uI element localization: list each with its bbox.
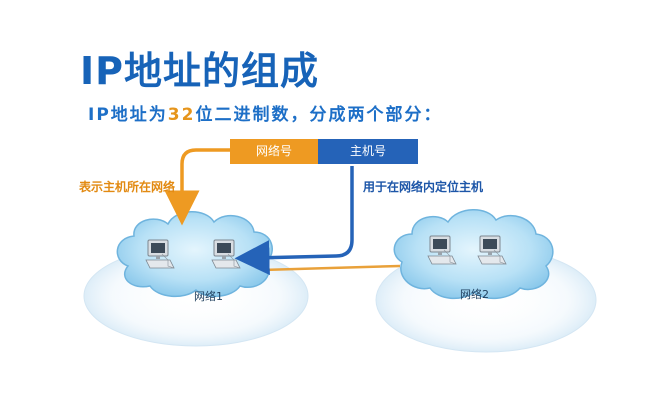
network2-cloud (393, 209, 554, 300)
network-part-segment: 网络号 (230, 139, 318, 164)
subtitle: IP地址为32位二进制数，分成两个部分： (88, 100, 442, 125)
network1-cloud (116, 211, 273, 298)
network2-label: 网络2 (460, 288, 489, 301)
network-link (261, 264, 401, 272)
page-title: IP地址的组成 (80, 49, 319, 93)
network-arrow (164, 148, 230, 226)
network-part-note: 表示主机所在网络 (79, 180, 176, 194)
subtitle-suffix: 位二进制数，分成两个部分： (195, 105, 443, 125)
subtitle-bit-count: 32 (167, 105, 196, 125)
subtitle-prefix: IP地址为 (88, 105, 168, 125)
host-arrow (234, 166, 354, 276)
host-part-segment: 主机号 (318, 139, 418, 164)
network1-label: 网络1 (194, 290, 223, 303)
host-part-note: 用于在网络内定位主机 (363, 180, 484, 194)
